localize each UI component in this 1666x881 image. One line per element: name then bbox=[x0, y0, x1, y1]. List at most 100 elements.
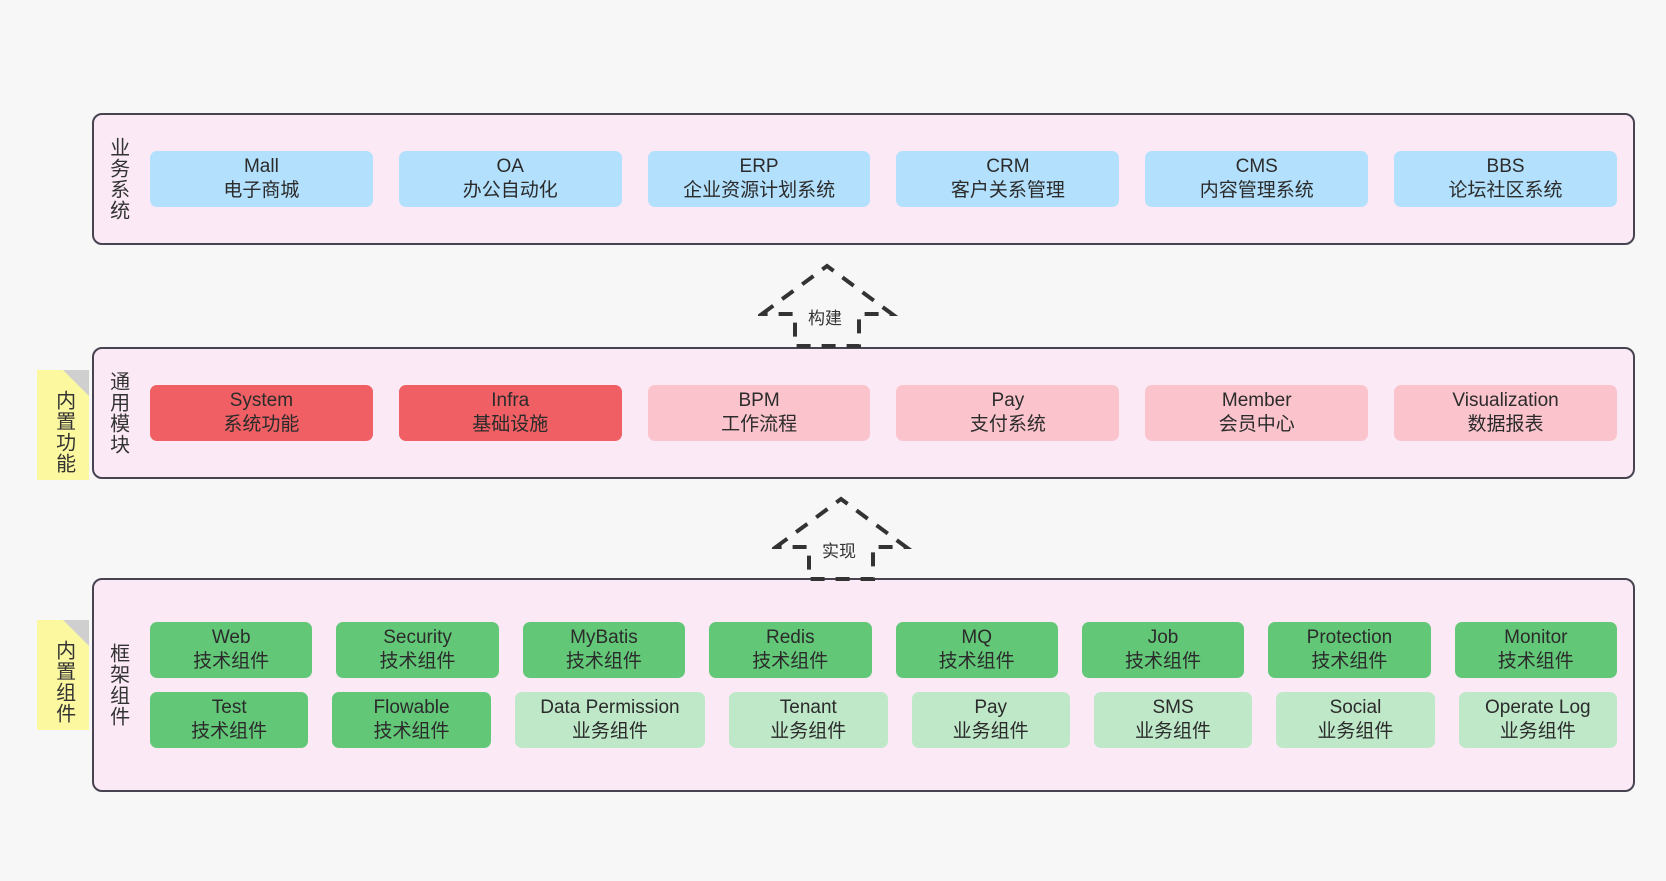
card-subtitle: 技术组件 bbox=[373, 720, 450, 742]
layer-framework-components: 框架组件 Web 技术组件 Security 技术组件 MyBatis 技术组件… bbox=[92, 578, 1635, 792]
card-title: Test bbox=[211, 697, 247, 718]
note-label: 内置功能 bbox=[52, 390, 75, 474]
card-title: CMS bbox=[1235, 156, 1278, 178]
card-subtitle: 技术组件 bbox=[193, 651, 270, 673]
card-subtitle: 办公自动化 bbox=[462, 180, 558, 201]
card-title: Operate Log bbox=[1484, 697, 1591, 718]
card-crm[interactable]: CRM 客户关系管理 bbox=[896, 151, 1120, 207]
note-label: 内置组件 bbox=[52, 640, 75, 724]
card-subtitle: 技术组件 bbox=[191, 720, 268, 742]
build-arrow-shape bbox=[755, 263, 899, 348]
implement-arrow-shape bbox=[769, 496, 913, 581]
card-row: Mall 电子商城 OA 办公自动化 ERP 企业资源计划系统 CRM 客户关系… bbox=[150, 151, 1617, 207]
card-subtitle: 企业资源计划系统 bbox=[683, 180, 836, 201]
card-title: OA bbox=[496, 156, 524, 178]
card-title: MyBatis bbox=[570, 627, 638, 649]
card-title: Tenant bbox=[779, 697, 837, 718]
card-title: Redis bbox=[766, 627, 815, 649]
card-mall[interactable]: Mall 电子商城 bbox=[150, 151, 373, 207]
card-subtitle: 技术组件 bbox=[379, 651, 456, 673]
card-subtitle: 业务组件 bbox=[770, 720, 847, 742]
card-bpm[interactable]: BPM 工作流程 bbox=[647, 385, 871, 441]
note-fold-icon bbox=[63, 370, 89, 396]
layer-body-common-modules: System 系统功能 Infra 基础设施 BPM 工作流程 Pay 支付系统… bbox=[140, 349, 1633, 477]
card-title: Social bbox=[1329, 697, 1382, 718]
card-protection[interactable]: Protection 技术组件 bbox=[1268, 622, 1431, 678]
card-row: System 系统功能 Infra 基础设施 BPM 工作流程 Pay 支付系统… bbox=[150, 385, 1617, 441]
layer-business-systems: 业务系统 Mall 电子商城 OA 办公自动化 ERP 企业资源计划系统 CRM… bbox=[92, 113, 1635, 245]
card-title: MQ bbox=[961, 627, 992, 649]
card-title: ERP bbox=[739, 156, 779, 178]
note-builtin-components: 内置组件 bbox=[37, 620, 89, 730]
card-test[interactable]: Test 技术组件 bbox=[150, 692, 309, 748]
card-subtitle: 技术组件 bbox=[752, 651, 829, 673]
card-social[interactable]: Social 业务组件 bbox=[1276, 692, 1435, 748]
card-subtitle: 技术组件 bbox=[565, 651, 642, 673]
build-arrow: 构建 bbox=[755, 262, 906, 350]
card-title: Flowable bbox=[373, 697, 450, 718]
card-tenant[interactable]: Tenant 业务组件 bbox=[729, 692, 888, 748]
card-title: System bbox=[229, 390, 294, 412]
card-mq[interactable]: MQ 技术组件 bbox=[895, 622, 1058, 678]
card-title: Web bbox=[211, 627, 251, 649]
card-redis[interactable]: Redis 技术组件 bbox=[709, 622, 872, 678]
card-subtitle: 技术组件 bbox=[1125, 651, 1202, 673]
card-subtitle: 系统功能 bbox=[223, 414, 300, 435]
card-row: Web 技术组件 Security 技术组件 MyBatis 技术组件 Redi… bbox=[150, 622, 1617, 678]
card-data-permission[interactable]: Data Permission 业务组件 bbox=[514, 692, 706, 748]
implement-arrow: 实现 bbox=[769, 495, 920, 583]
card-system[interactable]: System 系统功能 bbox=[150, 385, 373, 441]
card-title: Mall bbox=[243, 156, 279, 178]
card-title: Infra bbox=[491, 390, 530, 412]
layer-title-framework-components: 框架组件 bbox=[106, 643, 129, 727]
card-subtitle: 技术组件 bbox=[1311, 651, 1388, 673]
card-cms[interactable]: CMS 内容管理系统 bbox=[1145, 151, 1369, 207]
card-subtitle: 会员中心 bbox=[1218, 414, 1295, 435]
card-row: Test 技术组件 Flowable 技术组件 Data Permission … bbox=[150, 692, 1617, 748]
card-bbs[interactable]: BBS 论坛社区系统 bbox=[1394, 151, 1617, 207]
card-title: Pay bbox=[991, 390, 1025, 412]
card-oa[interactable]: OA 办公自动化 bbox=[398, 151, 622, 207]
card-subtitle: 业务组件 bbox=[952, 720, 1029, 742]
card-pay-component[interactable]: Pay 业务组件 bbox=[911, 692, 1070, 748]
card-title: SMS bbox=[1152, 697, 1194, 718]
card-title: Member bbox=[1221, 390, 1292, 412]
card-member[interactable]: Member 会员中心 bbox=[1145, 385, 1369, 441]
card-title: Protection bbox=[1306, 627, 1393, 649]
card-title: Job bbox=[1147, 627, 1179, 649]
card-title: Visualization bbox=[1452, 390, 1559, 412]
card-subtitle: 客户关系管理 bbox=[950, 180, 1065, 201]
card-job[interactable]: Job 技术组件 bbox=[1081, 622, 1245, 678]
card-sms[interactable]: SMS 业务组件 bbox=[1093, 692, 1253, 748]
card-subtitle: 支付系统 bbox=[969, 414, 1046, 435]
card-subtitle: 数据报表 bbox=[1467, 414, 1544, 435]
card-erp[interactable]: ERP 企业资源计划系统 bbox=[647, 151, 871, 207]
implement-arrow-label: 实现 bbox=[822, 542, 856, 561]
card-subtitle: 业务组件 bbox=[1317, 720, 1394, 742]
card-pay-module[interactable]: Pay 支付系统 bbox=[896, 385, 1120, 441]
card-subtitle: 业务组件 bbox=[571, 720, 648, 742]
card-mybatis[interactable]: MyBatis 技术组件 bbox=[522, 622, 686, 678]
card-flowable[interactable]: Flowable 技术组件 bbox=[332, 692, 491, 748]
card-subtitle: 内容管理系统 bbox=[1199, 180, 1314, 201]
card-security[interactable]: Security 技术组件 bbox=[336, 622, 499, 678]
note-fold-icon bbox=[63, 620, 89, 646]
card-visualization[interactable]: Visualization 数据报表 bbox=[1394, 385, 1617, 441]
card-title: CRM bbox=[986, 156, 1030, 178]
layer-body-framework-components: Web 技术组件 Security 技术组件 MyBatis 技术组件 Redi… bbox=[140, 580, 1633, 790]
card-operate-log[interactable]: Operate Log 业务组件 bbox=[1458, 692, 1617, 748]
card-title: Pay bbox=[974, 697, 1008, 718]
card-subtitle: 技术组件 bbox=[938, 651, 1015, 673]
card-web[interactable]: Web 技术组件 bbox=[150, 622, 313, 678]
card-title: Monitor bbox=[1504, 627, 1568, 649]
card-subtitle: 业务组件 bbox=[1499, 720, 1576, 742]
card-subtitle: 电子商城 bbox=[223, 180, 300, 201]
note-builtin-features: 内置功能 bbox=[37, 370, 89, 480]
card-title: Data Permission bbox=[540, 697, 680, 718]
card-subtitle: 基础设施 bbox=[472, 414, 549, 435]
card-monitor[interactable]: Monitor 技术组件 bbox=[1454, 622, 1617, 678]
layer-common-modules: 通用模块 System 系统功能 Infra 基础设施 BPM 工作流程 Pay… bbox=[92, 347, 1635, 479]
card-infra[interactable]: Infra 基础设施 bbox=[398, 385, 622, 441]
card-subtitle: 工作流程 bbox=[721, 414, 798, 435]
